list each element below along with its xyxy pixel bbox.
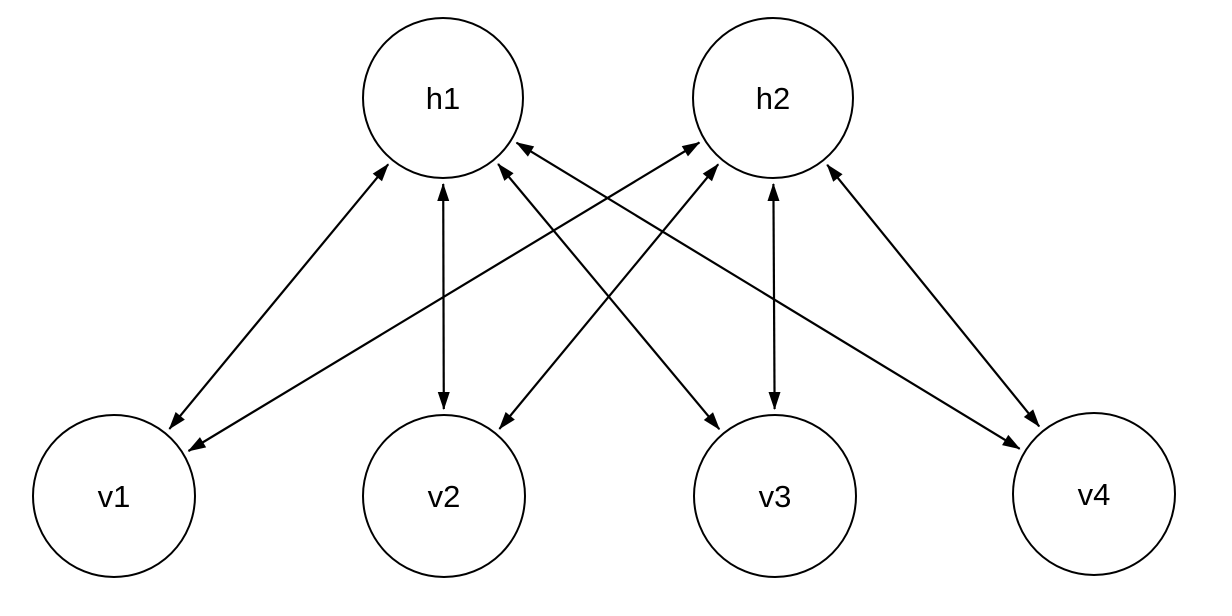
node-circle-v2 <box>362 414 526 578</box>
node-label-v2: v2 <box>428 479 461 514</box>
node-h1: h1 <box>362 17 524 179</box>
edge-h2-v2 <box>498 163 720 430</box>
node-v4: v4 <box>1012 412 1176 576</box>
node-circle-v4 <box>1012 412 1176 576</box>
node-v2: v2 <box>362 414 526 578</box>
nodes-layer: h1 h2 v1 v2 v3 v4 <box>32 17 1176 578</box>
edges-layer <box>168 141 1041 452</box>
node-v3: v3 <box>693 414 857 578</box>
edge-h2-v3 <box>767 183 781 410</box>
node-label-v4: v4 <box>1078 477 1111 512</box>
node-circle-v1 <box>32 414 196 578</box>
node-circle-v3 <box>693 414 857 578</box>
edge-h1-v1 <box>168 163 390 430</box>
node-circle-h1 <box>362 17 524 179</box>
edge-h2-v4 <box>826 164 1041 428</box>
node-h2: h2 <box>692 17 854 179</box>
edge-h1-v4 <box>515 141 1021 450</box>
node-v1: v1 <box>32 414 196 578</box>
node-circle-h2 <box>692 17 854 179</box>
node-label-v3: v3 <box>759 479 792 514</box>
node-label-v1: v1 <box>98 479 131 514</box>
node-label-h2: h2 <box>756 81 790 116</box>
node-label-h1: h1 <box>426 81 460 116</box>
